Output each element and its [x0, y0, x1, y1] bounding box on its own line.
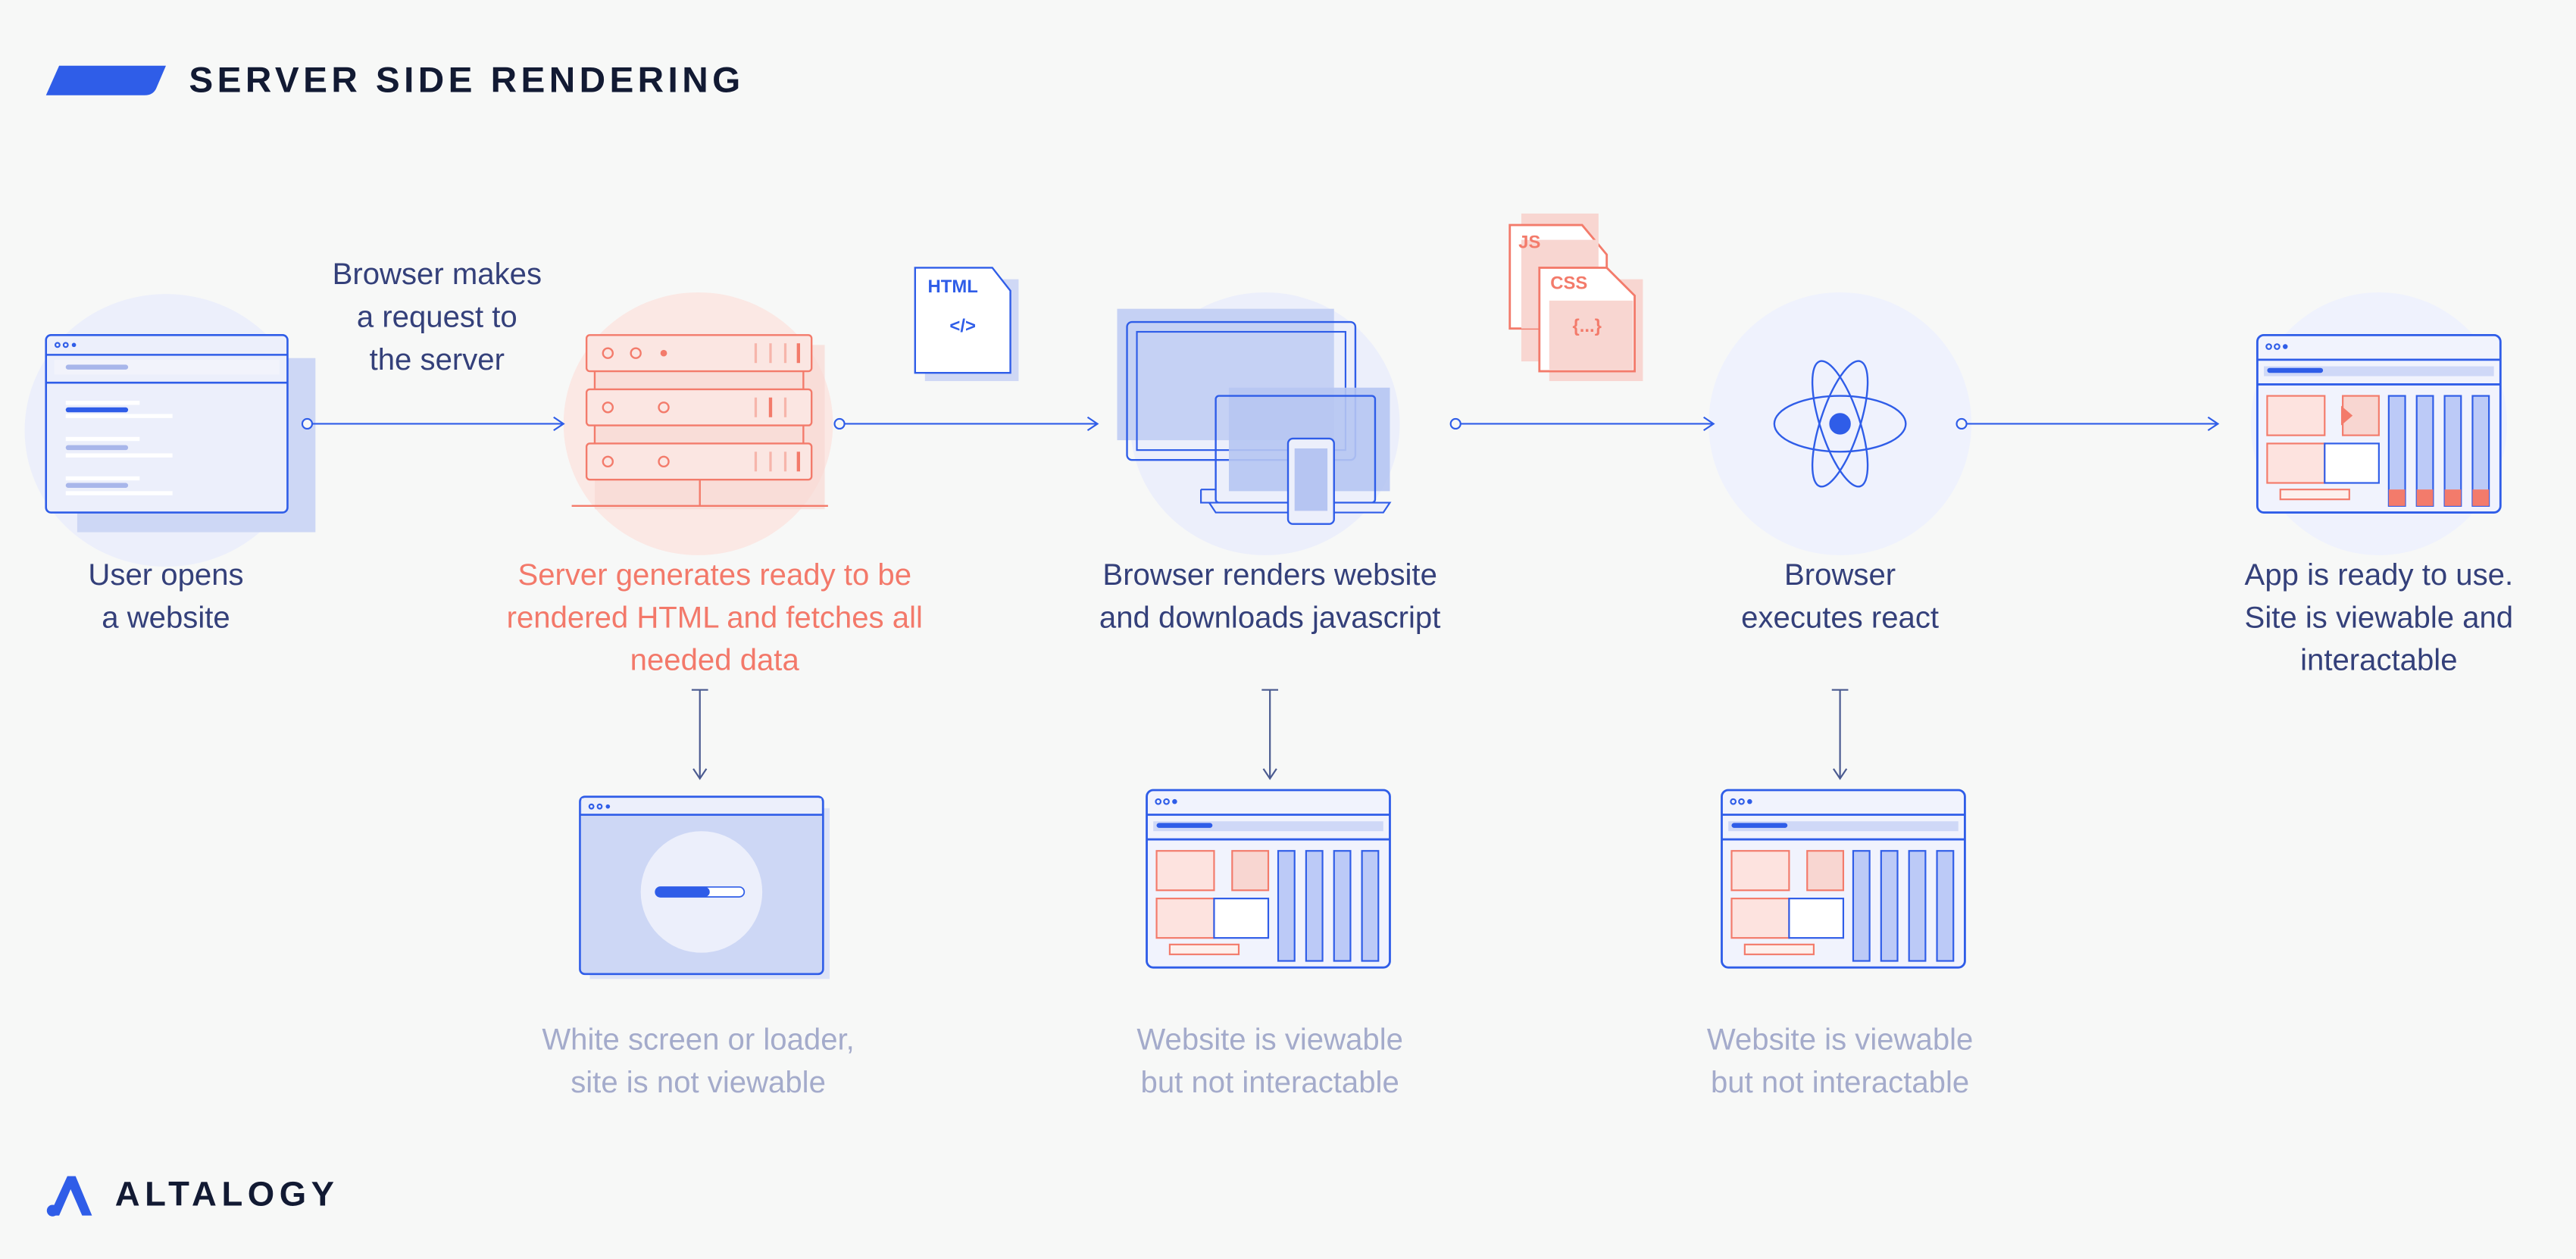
page-title: SERVER SIDE RENDERING	[189, 59, 745, 101]
server-icon	[571, 334, 828, 510]
altalogy-logo-icon	[46, 1176, 92, 1217]
down-arrows	[691, 689, 1849, 780]
js-file-label: JS	[1518, 233, 1541, 253]
html-file-label: HTML	[927, 277, 978, 298]
state-not-viewable-label: White screen or loader,site is not viewa…	[542, 1021, 855, 1099]
static-page-browser-icon	[1146, 789, 1391, 969]
user-browser-icon	[45, 334, 316, 533]
html-file-icon	[914, 267, 1019, 382]
loader-browser-icon	[579, 795, 830, 979]
react-atom-icon	[1773, 360, 1907, 488]
devices-icon	[1117, 308, 1392, 525]
step-app-ready-label: App is ready to use.Site is viewable and…	[2244, 557, 2514, 677]
js-css-files-icon	[1508, 213, 1643, 382]
title-logo-mark	[45, 65, 167, 95]
hydrating-page-browser-icon	[1721, 789, 1966, 969]
flow-arrows	[301, 416, 2220, 432]
brand-name: ALTALOGY	[114, 1176, 339, 1214]
html-code-glyph: </>	[949, 317, 976, 337]
css-file-label: CSS	[1550, 274, 1588, 295]
css-code-glyph: {...}	[1572, 317, 1602, 337]
interactive-app-icon	[2256, 333, 2502, 514]
